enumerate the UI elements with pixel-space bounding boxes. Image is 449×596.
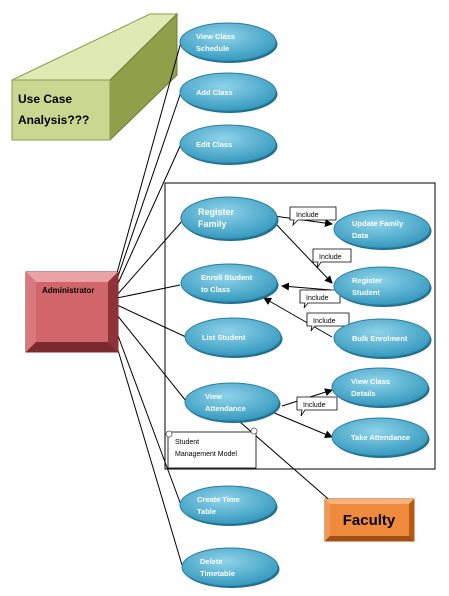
include-callout: Include: [312, 248, 352, 269]
usecase-add-class[interactable]: Add Class: [179, 72, 278, 113]
usecase-label: Timetable: [200, 569, 235, 578]
include-labels: Include Include Include Include Include: [289, 206, 352, 417]
usecase-ellipse: [184, 382, 280, 422]
usecase-label: Schedule: [196, 44, 229, 53]
usecase-bulk-enrolment[interactable]: Bulk Enrolment: [333, 318, 432, 359]
banner-line-2: Analysis???: [18, 113, 89, 127]
include-callout: Include: [296, 396, 338, 417]
administrator-associations: [111, 41, 187, 566]
include-label: Include: [303, 402, 326, 409]
include-label: Include: [313, 318, 336, 325]
faculty-label: Faculty: [343, 512, 396, 529]
system-boundary: [164, 182, 436, 470]
include-label: Include: [319, 254, 342, 261]
usecase-label: Add Class: [196, 88, 233, 97]
usecase-label: Enroll Student: [201, 273, 253, 282]
include-callout: Include: [306, 312, 350, 332]
usecase-label: Create Time: [197, 495, 240, 504]
usecase-take-attendance[interactable]: Take Attendance: [331, 417, 430, 458]
system-note-line-1: Student: [175, 439, 199, 446]
usecase-ellipse: [179, 72, 277, 112]
faculty-actor[interactable]: Faculty: [324, 498, 415, 542]
usecase-label: Take Attendance: [351, 433, 410, 442]
include-callout: Include: [299, 289, 341, 309]
usecase-edit-class[interactable]: Edit Class: [179, 124, 278, 165]
usecase-label: List Student: [202, 333, 246, 342]
include-label: Include: [296, 212, 319, 219]
administrator-actor[interactable]: Administrator: [25, 271, 119, 353]
usecase-label: Details: [351, 389, 376, 398]
system-note: Student Management Model: [165, 427, 258, 469]
usecase-label: to Class: [201, 285, 230, 294]
usecase-ellipse: [181, 547, 279, 587]
usecase-label: View Class: [196, 32, 235, 41]
usecase-ellipse: [179, 22, 277, 62]
usecase-ellipse: [333, 209, 431, 249]
banner-line-1: Use Case: [18, 92, 72, 106]
usecase-enroll-student[interactable]: Enroll Student to Class: [180, 263, 279, 304]
usecase-label: Register: [198, 207, 235, 217]
usecase-label: Register: [352, 276, 382, 285]
usecase-ellipse: [333, 266, 431, 306]
usecase-label: Table: [197, 507, 216, 516]
include-label: Include: [306, 295, 329, 302]
usecase-label: Data: [352, 231, 369, 240]
include-callout: Include: [289, 206, 337, 227]
usecase-label: Delete: [200, 557, 223, 566]
usecase-list-student[interactable]: List Student: [184, 317, 283, 358]
usecase-label: Family: [198, 219, 227, 229]
usecase-ellipse: [184, 317, 282, 357]
usecase-ellipse: [179, 124, 277, 164]
system-note-line-2: Management Model: [175, 451, 237, 458]
usecase-label: Update Family: [352, 219, 404, 228]
usecase-ellipse: [180, 263, 278, 303]
usecase-ellipse: [180, 196, 278, 240]
usecase-label: Bulk Enrolment: [352, 334, 408, 343]
title-banner: Use Case Analysis???: [11, 12, 179, 142]
usecase-label: View Class: [351, 377, 390, 386]
administrator-label: Administrator: [42, 286, 94, 295]
usecase-ellipse: [331, 417, 429, 457]
usecase-label: View: [205, 392, 222, 401]
usecase-label: Attendance: [205, 404, 246, 413]
usecase-label: Student: [352, 288, 380, 297]
usecase-ellipse: [331, 367, 429, 407]
usecase-ellipse: [179, 485, 277, 525]
usecase-label: Edit Class: [196, 140, 232, 149]
usecase-ellipse: [333, 318, 431, 358]
